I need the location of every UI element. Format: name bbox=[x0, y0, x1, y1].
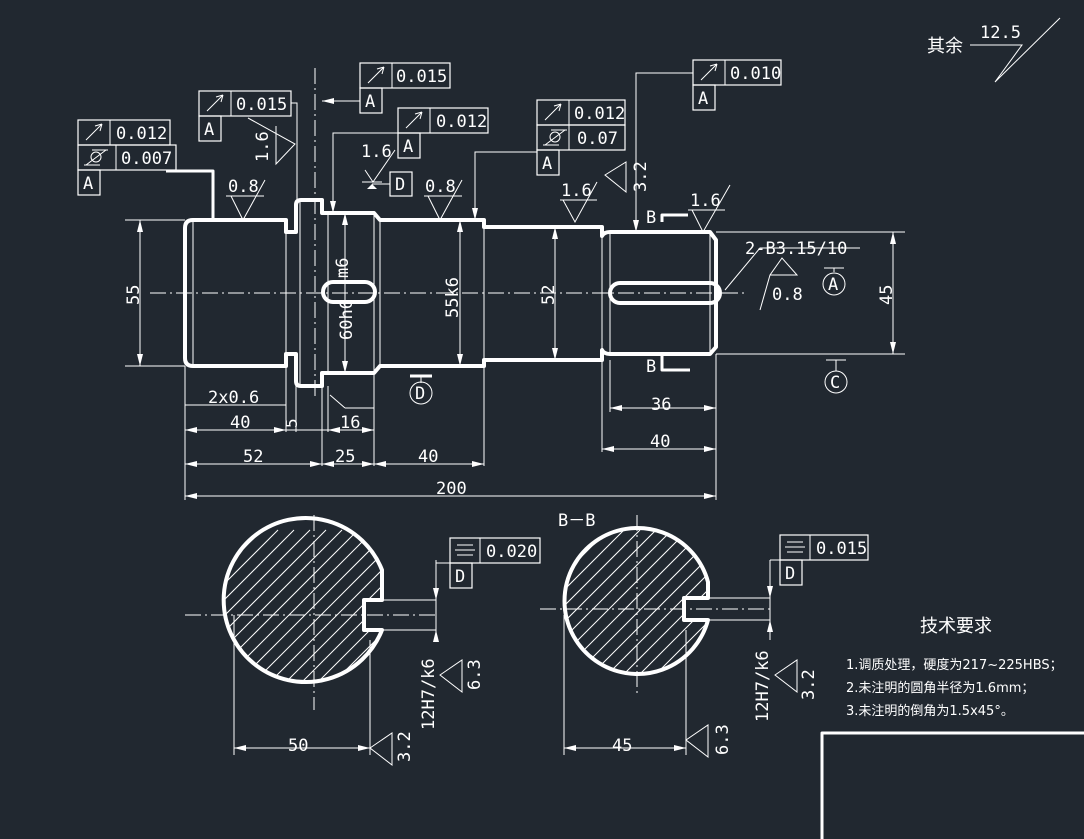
hatch-line bbox=[564, 529, 673, 674]
gdt5-cyl: 0.07 bbox=[577, 129, 618, 149]
gdt-frame-6 bbox=[633, 59, 782, 232]
rough-32a: 3.2 bbox=[631, 161, 651, 192]
rough-32c: 3.2 bbox=[799, 669, 819, 700]
gdt6-runout: 0.010 bbox=[730, 64, 781, 84]
gdt-frame-5 bbox=[472, 99, 626, 220]
hatch-line bbox=[591, 529, 708, 674]
title-block bbox=[820, 731, 1084, 839]
gdt6-datum: A bbox=[698, 89, 708, 109]
rest-roughness-symbol bbox=[970, 17, 1061, 83]
gdt-frame-4 bbox=[330, 107, 489, 213]
hatch-line bbox=[564, 529, 689, 674]
datum-c-circle bbox=[824, 359, 848, 394]
datum-d-circle bbox=[409, 374, 433, 405]
gdt2-runout: 0.015 bbox=[236, 95, 287, 115]
rough-16d: 1.6 bbox=[690, 191, 721, 211]
gdt-frame-3 bbox=[322, 62, 451, 114]
hatch-line bbox=[223, 529, 295, 682]
gdt1-runout: 0.012 bbox=[116, 124, 167, 144]
datum-c-label: C bbox=[830, 373, 840, 393]
datum-d-box bbox=[367, 171, 413, 197]
sym2-datum: D bbox=[785, 564, 795, 584]
rest-roughness-label: 其余 bbox=[927, 36, 963, 57]
note-2: 2.未注明的圆角半径为1.6mm； bbox=[846, 680, 1034, 696]
dim-d52: 52 bbox=[539, 285, 559, 305]
gdt4-runout: 0.012 bbox=[436, 112, 487, 132]
gdt-frame-1 bbox=[77, 119, 215, 220]
datum-a-label: A bbox=[828, 275, 838, 295]
hatch-line bbox=[223, 529, 231, 682]
dim-d45: 45 bbox=[877, 285, 897, 305]
section-right bbox=[540, 515, 869, 759]
gdt3-datum: A bbox=[365, 92, 375, 112]
dim-l16: 16 bbox=[340, 413, 360, 433]
rough-63a: 6.3 bbox=[465, 659, 485, 690]
section-cut-marks bbox=[660, 213, 690, 372]
rough-08a: 0.8 bbox=[228, 177, 259, 197]
rough-16a: 1.6 bbox=[253, 131, 273, 162]
section-mark-b1: B bbox=[646, 208, 656, 228]
hatch-line bbox=[564, 529, 625, 674]
hatch-line bbox=[564, 529, 657, 674]
shaft-body bbox=[183, 198, 722, 388]
dim-l40c: 40 bbox=[650, 432, 670, 452]
rough-08b: 0.8 bbox=[425, 177, 456, 197]
dim-l40b: 40 bbox=[418, 447, 438, 467]
hatch-line bbox=[564, 529, 705, 674]
dim-l40a: 40 bbox=[230, 413, 250, 433]
datum-a-circle bbox=[822, 267, 846, 296]
sym1-value: 0.020 bbox=[486, 542, 537, 562]
gdt1-cyl: 0.007 bbox=[121, 149, 172, 169]
roughness-symbols bbox=[226, 117, 860, 311]
dim-l5: 5 bbox=[282, 418, 301, 428]
datum-d2-label: D bbox=[415, 384, 425, 404]
section-mark-b2: B bbox=[646, 357, 656, 377]
dim-k2: 12H7/k6 bbox=[753, 650, 773, 722]
diameter-dimensions bbox=[125, 213, 905, 373]
hatch-line bbox=[223, 529, 279, 682]
gdt5-datum: A bbox=[542, 154, 552, 174]
note-3: 3.未注明的倒角为1.5x45°。 bbox=[846, 703, 1014, 719]
gdt2-datum: A bbox=[204, 120, 214, 140]
hatch-line bbox=[671, 529, 708, 674]
dim-chamfer: 2x0.6 bbox=[208, 388, 259, 408]
rest-roughness-value: 12.5 bbox=[980, 23, 1021, 43]
dim-d55k6: 55k6 bbox=[443, 277, 463, 318]
dim-s50: 50 bbox=[288, 736, 308, 756]
hatch-line bbox=[299, 529, 382, 682]
gdt4-datum: A bbox=[403, 137, 413, 157]
rough-63b: 6.3 bbox=[713, 724, 733, 755]
sym2-value: 0.015 bbox=[816, 539, 867, 559]
dim-l52: 52 bbox=[243, 447, 263, 467]
dim-l36: 36 bbox=[651, 395, 671, 415]
gdt5-runout: 0.012 bbox=[574, 104, 625, 124]
section-title: B－B bbox=[558, 511, 595, 531]
gdt3-runout: 0.015 bbox=[396, 67, 447, 87]
rough-16b: 1.6 bbox=[361, 142, 392, 162]
rough-32b: 3.2 bbox=[395, 731, 415, 762]
rough-16c: 1.6 bbox=[561, 181, 592, 201]
note-1: 1.调质处理，硬度为217~225HBS； bbox=[846, 657, 1063, 673]
dim-m6: m6 bbox=[333, 258, 353, 278]
gdt-frame-2 bbox=[198, 90, 298, 200]
dim-s45: 45 bbox=[612, 736, 632, 756]
datum-d-label: D bbox=[395, 175, 405, 195]
dim-l200: 200 bbox=[436, 479, 467, 499]
notes-title: 技术要求 bbox=[920, 616, 992, 637]
dim-d60h6: 60h6 bbox=[337, 299, 357, 340]
dim-k1: 12H7/k6 bbox=[419, 658, 439, 730]
hatch-line bbox=[564, 529, 641, 674]
hatch-line bbox=[639, 529, 708, 674]
dim-d55: 55 bbox=[124, 285, 144, 305]
dim-center-hole: 2-B3.15/10 bbox=[745, 239, 847, 259]
sym1-datum: D bbox=[455, 567, 465, 587]
dim-l25: 25 bbox=[335, 447, 355, 467]
gdt1-datum: A bbox=[83, 174, 93, 194]
rough-08c: 0.8 bbox=[772, 285, 803, 305]
section-left bbox=[185, 515, 541, 767]
length-dimensions bbox=[184, 354, 717, 500]
